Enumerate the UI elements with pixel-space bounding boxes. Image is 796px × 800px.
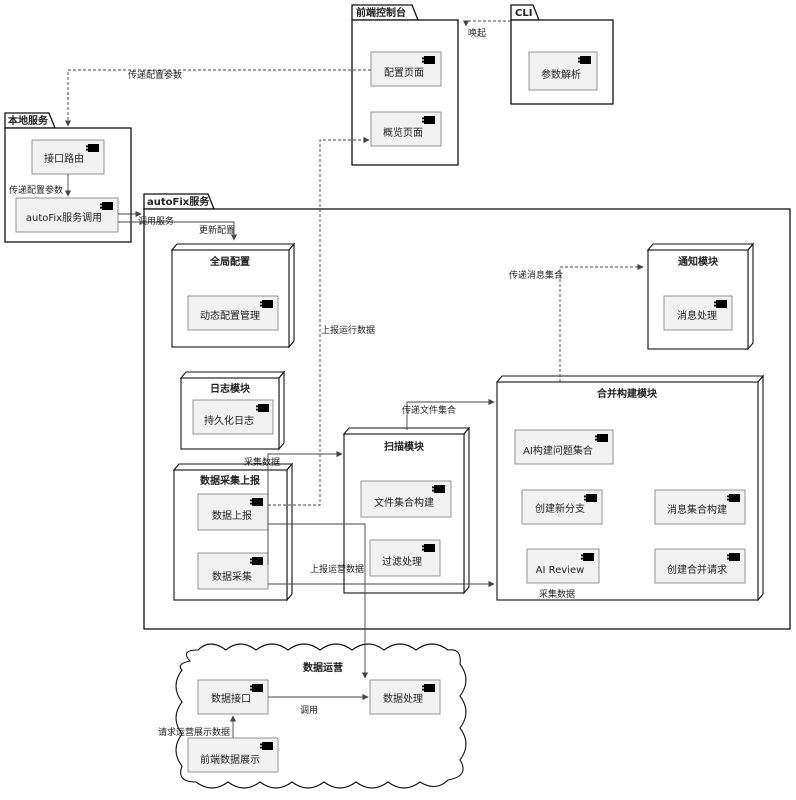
edge-labels: 唤起 传递配置参数 传递配置参数 调用服务 更新配置 上报运行数据 传递消息集合… bbox=[9, 27, 575, 738]
component-msg-set-build[interactable]: 消息集合构建 bbox=[654, 489, 746, 525]
edge-report-runtime bbox=[268, 136, 370, 506]
node-global-config: 全局配置 bbox=[170, 242, 296, 349]
component-overview-page[interactable]: 概览页面 bbox=[370, 111, 442, 147]
component-label: 接口路由 bbox=[44, 152, 84, 165]
component-data-process[interactable]: 数据处理 bbox=[369, 679, 441, 715]
component-label: 消息集合构建 bbox=[667, 503, 727, 516]
component-dynamic-config[interactable]: 动态配置管理 bbox=[187, 295, 279, 331]
component-label: 过滤处理 bbox=[382, 555, 422, 568]
edges bbox=[64, 20, 644, 738]
component-autofix-call[interactable]: autoFix服务调用 bbox=[15, 197, 119, 233]
node-title: 合并构建模块 bbox=[596, 387, 658, 400]
component-label: 概览页面 bbox=[383, 126, 423, 139]
component-label: 前端数据展示 bbox=[200, 753, 260, 766]
edge-pass-file-set bbox=[406, 398, 495, 430]
component-create-branch[interactable]: 创建新分支 bbox=[521, 489, 603, 525]
component-file-set-build[interactable]: 文件集合构建 bbox=[360, 480, 452, 518]
edge-label-pass-config: 传递配置参数 bbox=[128, 69, 182, 81]
edge-label-request-display: 请求运营展示数据 bbox=[158, 726, 230, 738]
edge-report-ops bbox=[268, 523, 369, 679]
component-param-parse[interactable]: 参数解析 bbox=[528, 51, 598, 91]
component-label: AI Review bbox=[536, 565, 585, 576]
component-label: 动态配置管理 bbox=[200, 309, 260, 322]
component-filter-handle[interactable]: 过滤处理 bbox=[369, 539, 441, 577]
component-data-interface[interactable]: 数据接口 bbox=[197, 679, 269, 715]
component-label: 消息处理 bbox=[677, 309, 717, 322]
component-label: 数据处理 bbox=[383, 692, 423, 705]
package-title: CLI bbox=[515, 8, 532, 19]
edge-label-update-config: 更新配置 bbox=[199, 224, 235, 236]
component-label: 文件集合构建 bbox=[374, 496, 434, 509]
node-title: 日志模块 bbox=[210, 382, 251, 395]
component-label: autoFix服务调用 bbox=[26, 211, 102, 224]
node-title: 数据运营 bbox=[303, 661, 343, 674]
component-ai-issue-set[interactable]: AI构建问题集合 bbox=[514, 429, 614, 465]
package-title: 本地服务 bbox=[8, 114, 49, 127]
component-persist-log[interactable]: 持久化日志 bbox=[192, 399, 274, 435]
package-title: autoFix服务 bbox=[147, 195, 210, 208]
edge-label-pass-config2: 传递配置参数 bbox=[9, 184, 63, 196]
component-label: 配置页面 bbox=[384, 67, 424, 79]
component-ai-review[interactable]: AI Review bbox=[526, 548, 600, 584]
edge-update-config bbox=[118, 221, 238, 241]
edge-label-call-service: 调用服务 bbox=[138, 215, 174, 227]
edge-label-collect-data2: 采集数据 bbox=[539, 588, 575, 600]
component-frontend-display[interactable]: 前端数据展示 bbox=[187, 737, 279, 773]
component-api-route[interactable]: 接口路由 bbox=[31, 139, 105, 175]
node-title: 数据采集上报 bbox=[200, 474, 260, 487]
edge-invoke bbox=[462, 20, 511, 27]
component-label: 数据接口 bbox=[211, 692, 251, 705]
component-msg-handle[interactable]: 消息处理 bbox=[663, 295, 733, 331]
edge-label-collect-data: 采集数据 bbox=[244, 456, 280, 468]
component-create-mr[interactable]: 创建合并请求 bbox=[654, 548, 746, 584]
edge-label-pass-msg-set: 传递消息集合 bbox=[509, 269, 563, 281]
edge-collect-data bbox=[267, 450, 343, 565]
edge-pass-msg-set bbox=[559, 263, 644, 382]
edge-label-report-runtime: 上报运行数据 bbox=[321, 324, 375, 336]
node-title: 扫描模块 bbox=[384, 440, 425, 453]
component-label: 数据采集 bbox=[212, 570, 252, 583]
edge-label-report-ops: 上报运营数据 bbox=[310, 563, 364, 575]
edge-label-pass-file-set: 传递文件集合 bbox=[402, 404, 456, 416]
node-title: 全局配置 bbox=[209, 255, 250, 268]
component-label: AI构建问题集合 bbox=[523, 444, 593, 457]
component-label: 创建新分支 bbox=[535, 502, 585, 515]
edge-pass-config bbox=[64, 69, 371, 127]
component-label: 创建合并请求 bbox=[667, 563, 727, 576]
component-data-collect[interactable]: 数据采集 bbox=[197, 552, 269, 590]
edge-label-call: 调用 bbox=[300, 705, 318, 716]
component-config-page[interactable]: 配置页面 bbox=[370, 51, 442, 87]
component-label: 数据上报 bbox=[212, 509, 252, 522]
edge-label-invoke: 唤起 bbox=[468, 27, 486, 39]
component-label: 持久化日志 bbox=[204, 414, 254, 427]
component-data-upload[interactable]: 数据上报 bbox=[197, 493, 269, 531]
node-title: 通知模块 bbox=[678, 255, 719, 268]
package-title: 前端控制台 bbox=[356, 6, 406, 19]
component-label: 参数解析 bbox=[541, 68, 581, 81]
